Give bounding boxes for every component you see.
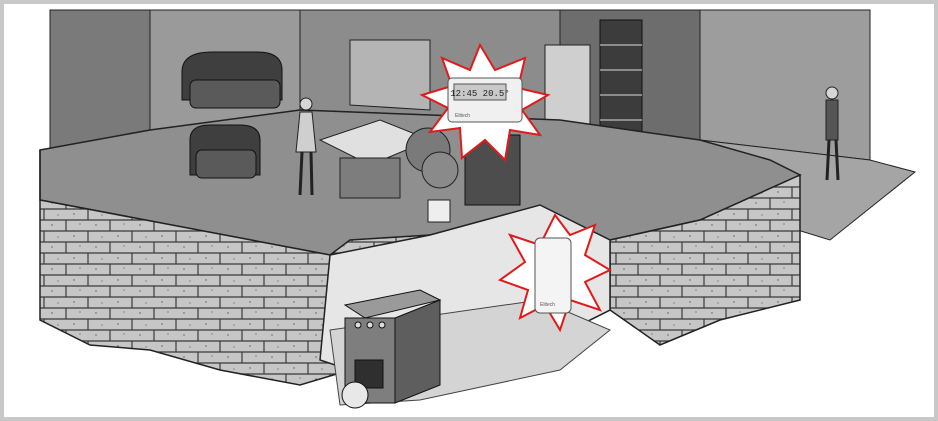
burner-icon — [342, 382, 368, 408]
thermostat-display: 12:45 20.5° — [450, 89, 509, 99]
boiler — [342, 290, 440, 408]
thermostat-brand: Elitech — [455, 113, 470, 119]
armchair — [190, 125, 260, 178]
bookshelf — [600, 20, 642, 140]
receiver-brand: Elitech — [540, 302, 555, 308]
sofa — [182, 52, 282, 108]
